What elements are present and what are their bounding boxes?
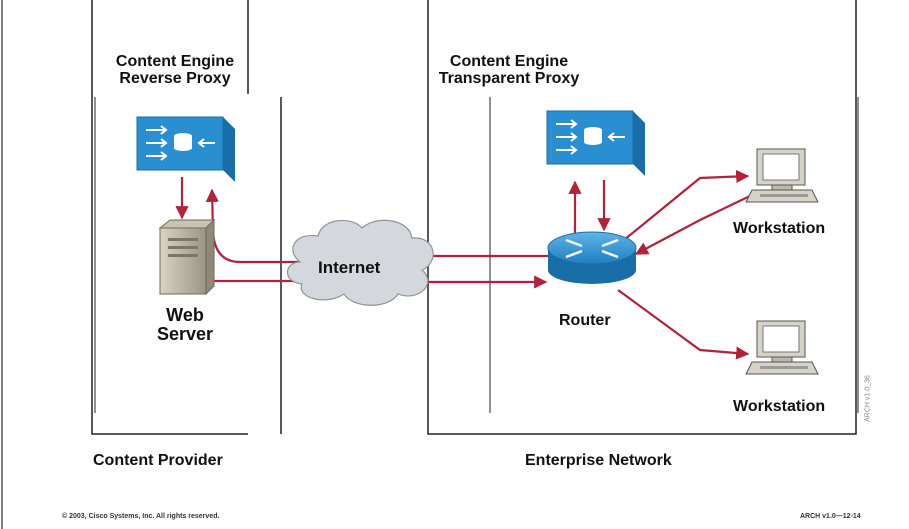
internet-cloud [286, 219, 434, 306]
reverse-proxy-title: Content Engine Reverse Proxy [95, 53, 255, 87]
workstation-1 [745, 148, 819, 203]
web-server-label: Web Server [140, 306, 230, 344]
workstation-2-label: Workstation [733, 398, 826, 415]
transparent-proxy-title-line2: Transparent Proxy [438, 70, 580, 87]
content-provider-caption: Content Provider [93, 452, 223, 469]
web-server [158, 218, 216, 296]
internet-label: Internet [318, 258, 381, 277]
workstation-1-label: Workstation [733, 220, 826, 237]
content-provider-panel [91, 0, 282, 435]
transparent-proxy-title-line1: Content Engine [449, 53, 569, 70]
transparent-proxy-engine [546, 110, 645, 176]
slide-id-footer: ARCH v1.0—12-14 [800, 513, 861, 520]
link-lines [175, 169, 753, 360]
web-server-label-line2: Server [156, 324, 214, 344]
copyright-footer: © 2003, Cisco Systems, Inc. All rights r… [62, 513, 220, 520]
router [547, 231, 637, 284]
web-server-label-line1: Web [166, 305, 204, 325]
router-label: Router [559, 312, 611, 329]
transparent-proxy-title: Content Engine Transparent Proxy [434, 53, 584, 87]
workstation-2 [745, 320, 819, 375]
reverse-proxy-engine [136, 116, 235, 182]
enterprise-network-caption: Enterprise Network [525, 452, 672, 469]
side-code: ARCH v1.0_36 [864, 375, 872, 422]
reverse-proxy-title-line2: Reverse Proxy [119, 70, 231, 87]
reverse-proxy-title-line1: Content Engine [115, 53, 235, 70]
